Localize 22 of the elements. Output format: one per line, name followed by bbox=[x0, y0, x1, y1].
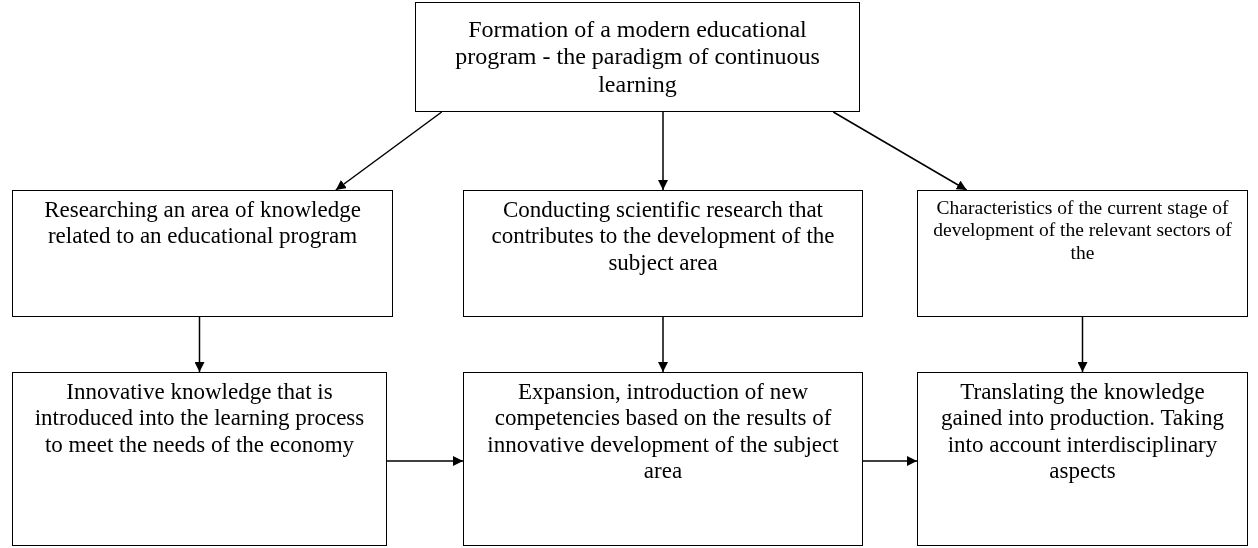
arrow bbox=[658, 111, 668, 191]
arrow bbox=[335, 111, 443, 191]
box-text: Translating the knowledge gained into production. Taking into account interdisciplinary aspects bbox=[940, 379, 1225, 485]
box-text: Formation of a modern educational program - the paradigm of continuous learning bbox=[454, 15, 821, 99]
arrow bbox=[194, 316, 205, 373]
box-text: Conducting scientific research that contributes to the development of the subject area bbox=[490, 197, 836, 277]
arrow bbox=[832, 111, 968, 191]
process-box bbox=[917, 190, 1248, 317]
process-box bbox=[463, 372, 863, 546]
process-box bbox=[463, 190, 863, 317]
box-text: Characteristics of the current stage of development of the relevant sectors of the bbox=[932, 197, 1233, 265]
process-box bbox=[415, 2, 860, 112]
arrow bbox=[862, 456, 918, 466]
box-text: Expansion, introduction of new competencies based on the results of innovative development of the subject area bbox=[486, 379, 840, 485]
arrow bbox=[658, 316, 668, 373]
box-text: Researching an area of knowledge related to an educational program bbox=[43, 197, 362, 250]
arrow bbox=[1077, 316, 1088, 373]
process-box bbox=[917, 372, 1248, 546]
process-box bbox=[12, 190, 393, 317]
arrow bbox=[386, 456, 464, 466]
box-text: Innovative knowledge that is introduced into the learning process to meet the needs of the economy bbox=[33, 379, 366, 459]
process-box bbox=[12, 372, 387, 546]
